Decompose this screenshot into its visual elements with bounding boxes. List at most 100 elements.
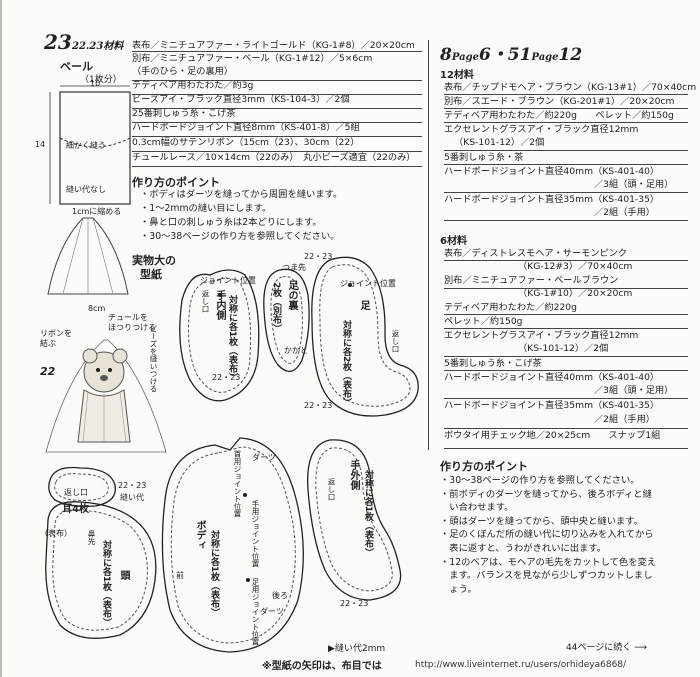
material-item: ハードボードジョイント直径8mm（KS-401-8）／5組 [132,122,360,133]
size-tag: 22・23 [340,599,369,608]
material-item: （手のひら・足の裏用） [132,66,234,77]
material-item: ／2組（手用） [594,207,655,218]
inner-arm-sub: 対称に各1枚（表布） [227,295,237,383]
continue-note: 44ページに続く ⟶ [566,643,648,653]
material-item: ボウタイ用チェック地／20×25cm スナップ1組 [444,430,661,441]
ear-opening: 返し口 [64,488,88,497]
material-item: ハードボードジョイント直径40mm（KS-401-40） [444,372,660,383]
points-list-right: ・30～38ページの作り方を参照してください。 ・前ボディのダーツを縫ってから、… [440,474,656,596]
material-item: テディベア用わたわた／約3g [132,80,254,91]
material-item: 別布／ミニチュアファー・ベール（KG-1#12）／5×6cm [132,53,373,64]
point-item: い合わせます。 [440,502,514,514]
paw-sub: 2枚（別布） [271,282,281,334]
veil-height: 14 [35,140,46,149]
size-tag: 22・23 [118,481,147,490]
header-page-2: Page [531,52,559,63]
project-materials-heading: 22.23材料 [72,41,124,52]
body-sub: 対称に各1枚（表布） [209,530,219,618]
point-item: ・30～38ページの作り方を参照してください。 [440,475,640,486]
material-item: ハードボードジョイント直径40mm（KS-401-40） [444,166,660,177]
material-item: 5番刺しゅう糸・茶 [444,152,524,163]
body-dart-2: ダーツ [260,607,284,616]
veil-note-no-margin: 縫い代なし [66,185,106,194]
veil-illustration [47,217,129,295]
doll-note-8cm: 8cm [88,304,106,313]
inner-arm-joint: ジョイント位置 [200,276,256,285]
doll-note-attach: ほつりつける [108,323,157,332]
veil-note-stitch: 細かく縫う [66,141,106,150]
veil-diagram [49,85,131,205]
material-item: （KG-1#10）／20×20cm [518,288,633,299]
material-item: エクセレントグラスアイ・ブラック直径12mm [444,124,639,135]
point-item: ・足のくぼんだ所の縫い代に切り込みを入れてから [440,529,654,541]
material-item: ビーズアイ・ブラック直径3mm（KS-104-3）／2個 [132,94,350,105]
material-item: チュールレース／10×14cm（22のみ） 丸小ビーズ適宜（22のみ） [132,152,416,163]
point-item: ょう。 [440,583,477,595]
paw-heel: かかと [284,346,308,355]
materials-list-22-23: 表布／ミニチュアファー・ライトゴールド（KG-1#8）／20×20cm 別布／ミ… [132,40,422,170]
body-dart: ダーツ [252,453,276,462]
body-neck-joint: 首用ジョイント位置 [233,450,242,518]
doll-note-beads: ビーズを縫いつける [149,325,158,393]
point-item: ・30～38ページの作り方を参照してください。 [140,231,340,242]
margin-note: 縫い代 [120,493,144,502]
inner-arm-opening: 返し口 [201,290,210,313]
body-leg-joint: 足用ジョイント位置 [251,578,260,646]
page-edge [0,0,2,677]
material-item: ／2組（手用） [594,414,655,425]
watermark-link[interactable]: http://www.liveinternet.ru/users/orhidey… [415,660,627,670]
head-nose: 鼻先 [87,530,96,545]
body-hand-joint: 手用ジョイント位置 [251,500,260,568]
inner-arm-label: 手内側 [214,290,225,320]
material-item: テディベア用わたわた／約220g [444,302,577,313]
veil-note-gather: 1cmに縮める [72,207,122,216]
footer-note: ※型紙の矢印は、布目では [262,661,382,672]
material-item: 表布／チップドモヘア・ブラウン（KG-13#1）／70×40cm [444,82,697,93]
point-item: ・1～2mmの縫い目にします。 [140,203,272,214]
material-item: （KS-101-12）／2個 [518,343,609,354]
doll-note-ribbon: リボンを [40,329,72,338]
veil-qty: （1枚分） [80,75,122,85]
point-item: ます。バランスを見ながら少しずつカットしまし [440,570,653,582]
seam-margin-note: ▶縫い代2mm [328,644,386,654]
material-item: 別布／スエード・ブラウン（KG-201#1）／20×20cm [444,96,675,107]
size-tag: 22・23 [304,401,333,410]
size-tag: 22・23 [212,373,241,382]
header-num-2: 6・51 [478,45,532,65]
page-reference-header: 8Page6・51Page12 [440,40,582,65]
points-title-right: 作り方のポイント [440,460,528,473]
body-front: 前 [176,571,184,580]
material-item: 別布／ミニチュアファー・ベールブラウン [444,275,619,286]
point-item: 表に返すと、うわがきれいに出ます。 [440,542,607,554]
material-item: ／3組（頭・足用） [594,385,674,396]
points-title-left: 作り方のポイント [132,176,220,189]
point-item: ・12のベアは、モヘアの毛先をカットして色を変え [440,556,657,568]
header-num-1: 8 [440,45,452,65]
project-number: 23 [44,30,72,54]
paw-toe: つま先 [282,263,306,272]
foot-sub: 対称に各2枚（表布） [341,320,351,408]
veil-label: ベール [60,60,93,73]
material-item: エクセレントグラスアイ・ブラック直径12mm [444,330,639,341]
outer-arm-label: 手外側 [348,460,359,490]
material-item: 表布／ミニチュアファー・ライトゴールド（KG-1#8）／20×20cm [132,40,415,51]
doll-note-tulle: チュールを [108,313,148,322]
pattern-pieces [45,256,419,653]
material-item: テディベア用わたわた／約220g ペレット／約150g [444,110,674,121]
body-back: 後ろ [272,591,288,600]
material-item: （KS-101-12）／2個 [454,137,545,148]
point-item: ・鼻と口の刺しゅう糸は2本どりにします。 [140,217,322,228]
material-item: 表布／ディストレスモヘア・サーモンピンク [444,248,628,259]
veil-width: 10 [90,79,101,88]
doll-note-tie: 結ぶ [40,339,56,348]
header-page-1: Page [451,52,479,63]
material-item: ハードボードジョイント直径35mm（KS-401-35） [444,194,660,205]
material-item: ペレット／約150g [444,316,523,327]
foot-joint: ジョイント位置 [340,279,396,288]
point-item: ・前ボディのダーツを縫ってから、後ろボディと縫 [440,488,652,500]
doll-number: 22 [40,365,56,378]
point-item: ・ボディはダーツを縫ってから周囲を縫います。 [140,189,343,200]
material-item: ハードボードジョイント直径35mm（KS-401-35） [444,400,660,411]
foot-label: 足 [358,300,369,310]
size-tag: 22・23 [304,252,333,261]
